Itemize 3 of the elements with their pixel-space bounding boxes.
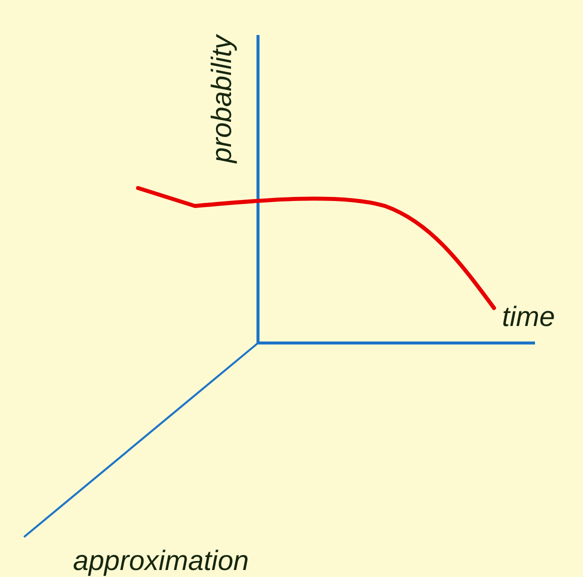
axis-label: probability bbox=[208, 35, 236, 163]
axis-label: time bbox=[502, 303, 555, 331]
axis-label: approximation bbox=[73, 547, 249, 575]
